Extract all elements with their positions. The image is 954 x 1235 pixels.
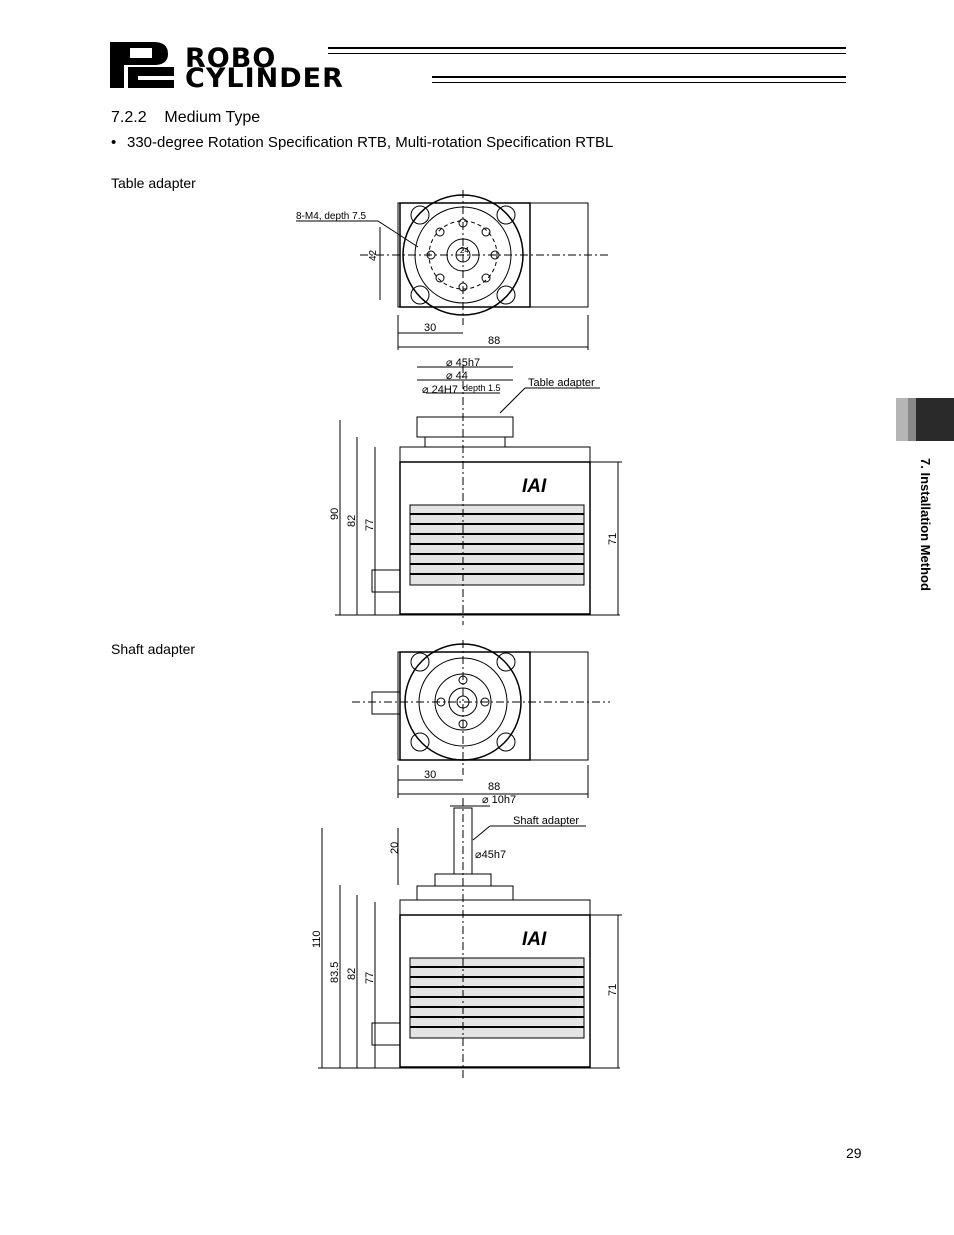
chapter-tab-block: [896, 398, 954, 441]
callout-holes: 8-M4, depth 7.5: [296, 211, 366, 222]
dim-71: 71: [607, 984, 619, 996]
chapter-tab-text: 7. Installation Method: [918, 458, 938, 620]
section-number: 7.2.2: [111, 109, 147, 126]
brand-mark: IAI: [522, 929, 547, 950]
dim-20: 20: [389, 842, 401, 854]
dim-77: 77: [364, 972, 376, 984]
header-rule-bottom-thin: [432, 82, 846, 83]
dim-24h7: ⌀ 24H7: [422, 384, 458, 396]
dim-82: 82: [346, 968, 358, 980]
dim-10h7: ⌀ 10h7: [482, 794, 516, 806]
dim-24: 24: [460, 246, 469, 255]
bullet-item: • 330-degree Rotation Specification RTB, …: [111, 134, 613, 151]
header-rule-bottom: [432, 76, 846, 78]
dim-depth: depth 1.5: [463, 383, 501, 393]
section-title: Medium Type: [164, 109, 261, 126]
rc-logo-mark: [110, 42, 174, 88]
logo-word-robo: ROBO: [185, 43, 277, 74]
shaft-adapter-drawing: 30 88 ⌀ 10h7 Shaft adapter ⌀45h7 20 110 …: [311, 640, 622, 1080]
dim-88: 88: [488, 335, 500, 347]
bullet-dot-icon: •: [111, 134, 117, 151]
dim-82: 82: [346, 515, 358, 527]
dim-44: ⌀ 44: [446, 370, 468, 382]
dim-77: 77: [364, 519, 376, 531]
section-heading: 7.2.2 Medium Type: [111, 109, 260, 127]
header-rule-top-thin: [328, 53, 846, 54]
dim-45h7: ⌀ 45h7: [446, 357, 480, 369]
callout-shaft-adapter: Shaft adapter: [513, 815, 579, 827]
table-adapter-label: Table adapter: [111, 175, 196, 191]
brand-mark: IAI: [522, 476, 547, 497]
bullet-text: 330-degree Rotation Specification RTB, M…: [127, 134, 614, 151]
dim-30: 30: [424, 769, 436, 781]
dim-88: 88: [488, 781, 500, 793]
chapter-tab-label: 7. Installation Method: [918, 458, 933, 591]
dim-90: 90: [329, 508, 341, 520]
dim-71: 71: [607, 533, 619, 545]
dim-30: 30: [424, 322, 436, 334]
dim-45h7: ⌀45h7: [475, 849, 506, 861]
logo-word-cylinder: CYLINDER: [185, 63, 344, 94]
dim-110: 110: [311, 930, 323, 948]
header-rule-top: [328, 47, 846, 49]
dim-83-5: 83.5: [329, 962, 341, 983]
dim-42: 42: [368, 249, 379, 261]
callout-table-adapter: Table adapter: [528, 377, 595, 389]
page-number: 29: [846, 1145, 862, 1161]
shaft-adapter-label: Shaft adapter: [111, 641, 196, 657]
table-adapter-drawing: 8-M4, depth 7.5 42 24 30 88 ⌀ 45h7 ⌀ 44 …: [296, 190, 622, 625]
